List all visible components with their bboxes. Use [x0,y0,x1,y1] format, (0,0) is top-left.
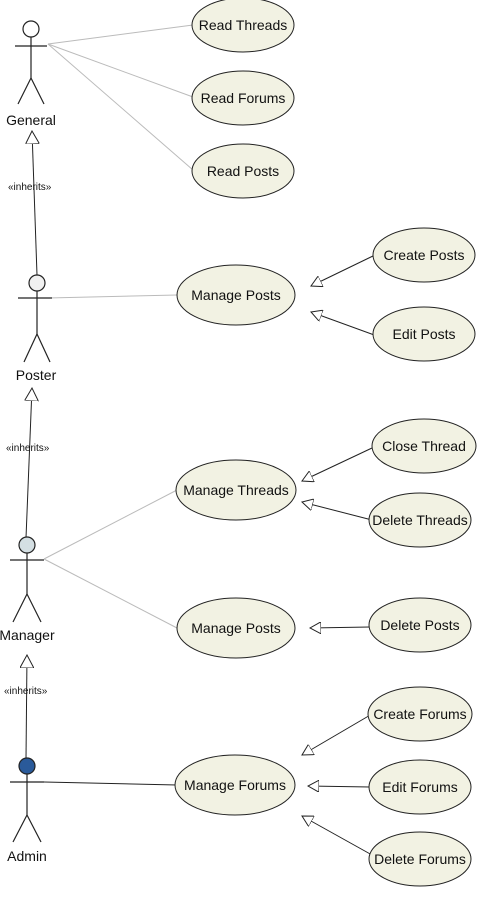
create-forums-to-manage-forums [302,713,373,755]
use-case-label: Read Threads [199,17,287,33]
close-thread-to-manage-threads [302,447,373,481]
actor-label-poster: Poster [16,367,57,383]
use-case-close-thread[interactable]: Close Thread [371,418,477,474]
use-case-create-posts[interactable]: Create Posts [372,227,476,283]
use-case-label: Delete Threads [372,512,467,528]
actor-label-general: General [6,112,56,128]
use-case-label: Manage Threads [183,482,289,498]
create-posts-to-manage-posts [311,254,376,286]
use-case-manage-posts[interactable]: Manage Posts [176,597,296,659]
assoc-admin-manage-forums [43,781,178,786]
assoc-manager-manage-posts [43,558,178,629]
use-case-label: Read Forums [201,90,286,106]
use-case-edit-posts[interactable]: Edit Posts [372,306,476,362]
actor-label-manager: Manager [0,627,55,643]
use-case-label: Edit Posts [392,326,455,342]
association-lines [43,24,194,629]
actor-admin [10,757,44,843]
use-case-edit-forums[interactable]: Edit Forums [368,759,472,815]
generalization-lines [26,131,37,760]
use-case-label: Delete Posts [380,617,459,633]
actor-head-icon [22,20,40,38]
stereotype-inherits: «inherits» [6,443,50,454]
use-case-label: Edit Forums [382,779,457,795]
stereotype-inherits: «inherits» [8,182,52,193]
use-case-manage-threads[interactable]: Manage Threads [175,459,297,521]
use-case-label: Create Forums [373,706,466,722]
admin-inherits-manager [26,655,27,760]
assoc-general-read-posts [47,43,194,171]
poster-inherits-general [32,131,37,276]
use-case-delete-threads[interactable]: Delete Threads [368,492,472,548]
assoc-general-read-threads [47,24,194,45]
admin-association [43,781,178,786]
use-case-label: Close Thread [382,438,466,454]
delete-forums-to-manage-forums [302,816,373,856]
use-case-label: Delete Forums [374,851,466,867]
use-case-manage-posts[interactable]: Manage Posts [176,264,296,326]
use-case-read-threads[interactable]: Read Threads [191,0,295,53]
actor-head-icon [18,536,36,554]
use-case-generalizations [302,254,378,856]
actor-head-icon [18,757,36,775]
use-case-read-posts[interactable]: Read Posts [191,143,295,199]
manager-inherits-poster [26,388,32,539]
use-case-read-forums[interactable]: Read Forums [191,70,295,126]
actor-general [15,20,47,105]
use-case-delete-posts[interactable]: Delete Posts [368,597,472,653]
delete-threads-to-manage-threads [302,502,373,521]
actor-label-admin: Admin [7,848,47,864]
edit-forums-to-manage-forums [308,786,371,787]
delete-posts-to-manage-posts [310,627,371,628]
stereotype-inherits: «inherits» [4,686,48,697]
actor-head-icon [28,274,46,292]
assoc-general-read-forums [47,43,194,98]
assoc-manager-manage-threads [43,489,178,560]
use-case-label: Manage Posts [191,620,281,636]
edit-posts-to-manage-posts [311,312,378,337]
use-case-delete-forums[interactable]: Delete Forums [368,831,472,887]
use-case-label: Manage Forums [184,777,286,793]
actor-poster [18,274,52,363]
use-case-manage-forums[interactable]: Manage Forums [174,754,296,816]
use-case-create-forums[interactable]: Create Forums [367,686,473,742]
use-case-label: Read Posts [207,163,279,179]
actor-manager [10,536,44,623]
use-case-label: Create Posts [384,247,465,263]
assoc-poster-manage-posts [47,294,178,299]
use-case-label: Manage Posts [191,287,281,303]
